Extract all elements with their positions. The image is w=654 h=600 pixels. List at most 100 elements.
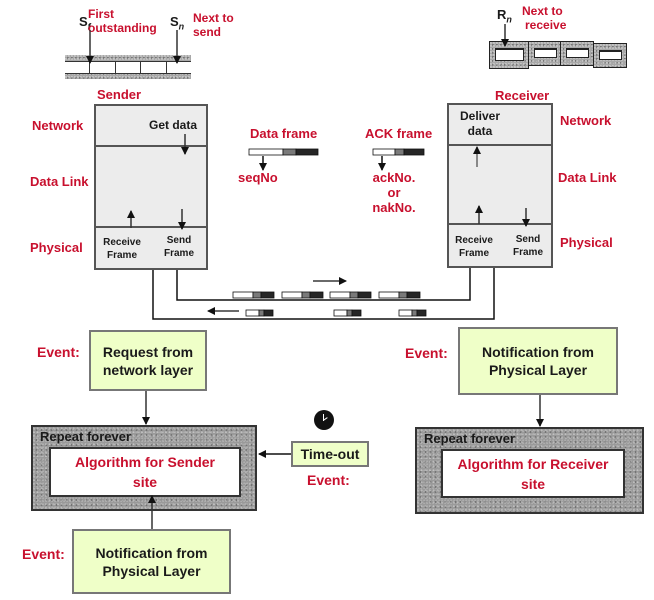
sn-subscript: n	[178, 21, 185, 32]
receiver-deliver-data: Deliver data	[453, 109, 507, 139]
sender-title: Sender	[97, 87, 142, 102]
receiver-slot-buffer	[534, 48, 557, 58]
data-frame-title: Data frame	[250, 126, 318, 141]
receiver-send-frame: Send Frame	[507, 233, 549, 259]
sender-send-frame-line2: Frame	[163, 248, 194, 259]
sender-notification-event-label: Event:	[22, 546, 65, 562]
sender-receive-frame-line2: Frame	[106, 250, 137, 261]
request-line2: network layer	[102, 361, 194, 378]
sender-window-slots	[65, 61, 191, 74]
receiver-slot-buffer	[495, 48, 524, 61]
rn-desc-line2: receive	[525, 18, 567, 32]
data-frame-seqno: seqNo	[238, 170, 278, 185]
receiver-receive-frame: Receive Frame	[453, 234, 495, 260]
sf-subscript: f	[87, 21, 91, 32]
receiver-algorithm-box[interactable]: Algorithm for Receiver site	[441, 449, 625, 498]
receiver-algorithm-line1: Algorithm for Receiver	[457, 455, 609, 472]
ack-field-ackno: ackNo.	[372, 170, 416, 185]
sender-request-event-box[interactable]: Request from network layer	[89, 330, 207, 391]
sender-get-data: Get data	[149, 118, 198, 132]
receiver-receive-frame-line2: Frame	[458, 248, 489, 259]
sender-algorithm-box[interactable]: Algorithm for Sender site	[49, 447, 241, 497]
rn-subscript: n	[506, 14, 512, 25]
receiver-title: Receiver	[495, 88, 550, 103]
rn-pointer-label: Rn	[497, 7, 512, 25]
data-channel-wire	[176, 268, 471, 301]
sender-request-event-label: Event:	[37, 344, 80, 360]
sender-notification-line2: Physical Layer	[102, 562, 201, 579]
sender-layer-network: Network	[32, 118, 84, 133]
ack-frame-fields: ackNo. or nakNo.	[359, 170, 429, 215]
ack-channel-wire	[152, 268, 495, 320]
receiver-window-slot	[528, 41, 562, 66]
timeout-event-label: Event:	[307, 472, 350, 488]
receiver-notification-event-label: Event:	[405, 345, 448, 361]
sender-receive-frame-line1: Receive	[103, 237, 141, 248]
sf-letter: S	[79, 14, 88, 29]
receiver-slot-buffer	[566, 48, 589, 58]
sf-pointer-label: Sf	[79, 14, 91, 32]
receiver-window-slot	[489, 41, 529, 69]
sender-algorithm-line1: Algorithm for Sender	[74, 454, 215, 470]
ack-frame-in-transit	[333, 309, 362, 317]
sender-send-frame-line1: Send	[166, 235, 192, 246]
sender-notification-line1: Notification from	[95, 544, 208, 561]
data-frame-in-transit	[232, 291, 275, 299]
receiver-notification-event-box[interactable]: Notification from Physical Layer	[458, 327, 618, 395]
receiver-physical-divider	[449, 223, 551, 225]
receiver-notification-line1: Notification from	[482, 344, 594, 360]
receiver-notification-line2: Physical Layer	[488, 362, 588, 378]
receiver-network-divider	[449, 144, 551, 146]
sender-network-divider	[96, 145, 206, 147]
clock-icon	[314, 410, 334, 430]
receiver-layer-network: Network	[560, 113, 612, 128]
ack-frame-in-transit	[398, 309, 427, 317]
sender-window-slot	[116, 62, 142, 73]
sender-send-frame: Send Frame	[160, 234, 198, 260]
data-frame-in-transit	[378, 291, 421, 299]
receiver-send-frame-line2: Frame	[512, 247, 543, 258]
rn-desc-line1: Next to	[522, 4, 563, 18]
timeout-event-box[interactable]: Time-out	[291, 441, 369, 467]
sender-repeat-label: Repeat forever	[40, 429, 132, 444]
timeout-label: Time-out	[300, 446, 360, 462]
receiver-repeat-forever-loop: Repeat forever Algorithm for Receiver si…	[415, 427, 644, 514]
sender-notification-event-box[interactable]: Notification from Physical Layer	[72, 529, 231, 594]
receiver-deliver-line2: data	[467, 124, 493, 138]
sender-layer-data-link: Data Link	[30, 174, 89, 189]
sender-physical-divider	[96, 226, 206, 228]
ack-frame-format-glyph	[372, 148, 425, 156]
receiver-receive-frame-line1: Receive	[455, 235, 493, 246]
receiver-layer-physical: Physical	[560, 235, 613, 250]
receiver-send-frame-line1: Send	[515, 234, 541, 245]
request-line1: Request from	[102, 343, 194, 360]
receiver-deliver-line1: Deliver	[459, 109, 501, 123]
receiver-window-slot	[593, 43, 627, 68]
sn-letter: S	[170, 14, 179, 29]
receiver-layer-data-link: Data Link	[558, 170, 617, 185]
sender-repeat-forever-loop: Repeat forever Algorithm for Sender site	[31, 425, 257, 511]
sn-desc-line1: Next to	[193, 11, 234, 25]
sender-protocol-stack: Get data Receive Frame Send Frame	[94, 104, 208, 270]
rn-letter: R	[497, 7, 507, 22]
ack-field-nakno: nakNo.	[372, 200, 416, 215]
sender-layer-physical: Physical	[30, 240, 83, 255]
sender-window-slot	[65, 62, 91, 73]
sn-description: Next to send	[193, 11, 234, 39]
receiver-repeat-label: Repeat forever	[424, 431, 516, 446]
data-frame-in-transit	[329, 291, 372, 299]
sender-receive-frame: Receive Frame	[102, 236, 142, 262]
sender-window-slot	[90, 62, 116, 73]
receiver-algorithm-line2: site	[520, 475, 546, 492]
receiver-window-slot	[560, 41, 594, 66]
receiver-protocol-stack: Deliver data Receive Frame Send Frame	[447, 103, 553, 268]
sf-desc-line2: outstanding	[88, 21, 157, 35]
sender-algorithm-line2: site	[132, 474, 158, 490]
rn-description: Next to receive	[522, 4, 566, 32]
sn-desc-line2: send	[193, 25, 222, 39]
ack-frame-title: ACK frame	[365, 126, 433, 141]
data-frame-format-glyph	[248, 148, 319, 156]
sn-pointer-label: Sn	[170, 14, 184, 32]
ack-frame-in-transit	[245, 309, 274, 317]
